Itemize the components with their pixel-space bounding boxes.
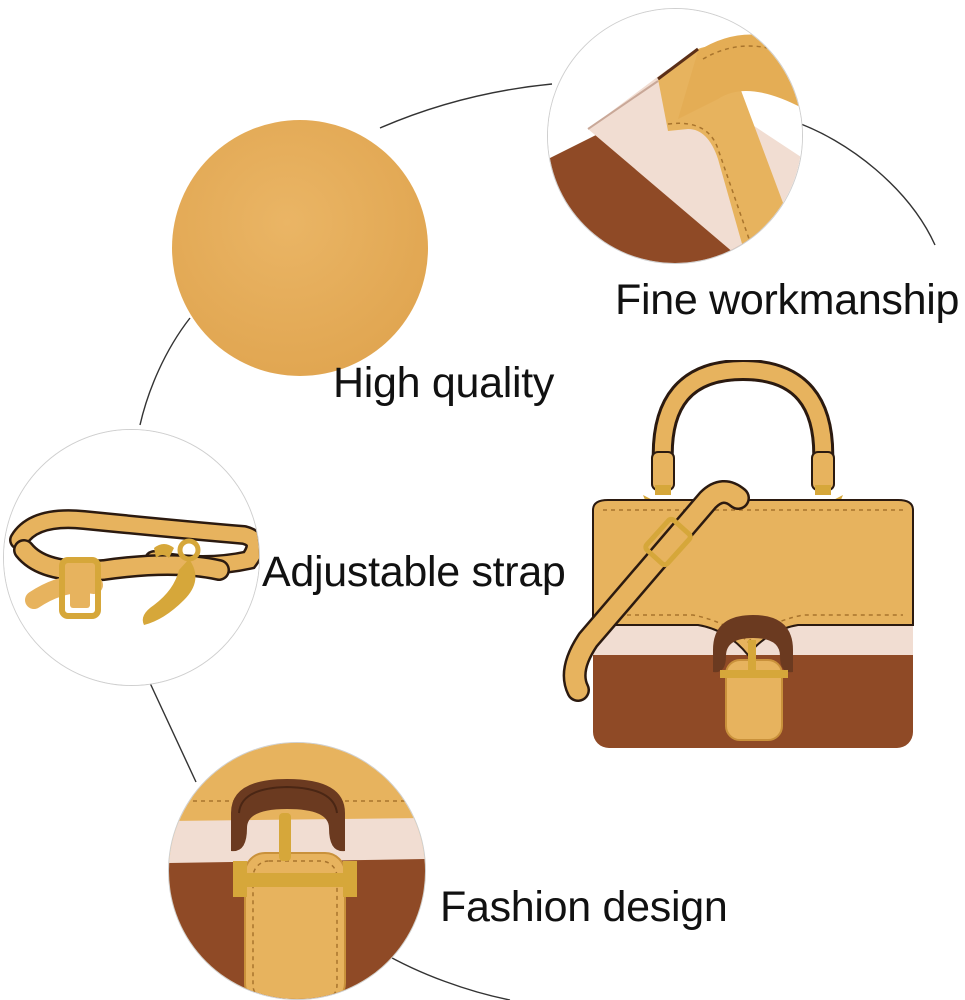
handbag-product-image [562, 360, 914, 748]
wooden-buckle-closeup-icon [169, 743, 425, 999]
high-quality-label: High quality [333, 359, 555, 407]
fine-workmanship-label: Fine workmanship [615, 276, 960, 324]
leather-swatch-icon [172, 120, 428, 376]
buckle-closeup-circle [168, 742, 426, 1000]
strap-closeup-circle [3, 429, 260, 686]
adjustable-strap-label: Adjustable strap [262, 548, 566, 596]
fashion-design-label: Fashion design [440, 883, 728, 931]
workmanship-closeup-circle [547, 8, 803, 264]
stitched-edge-closeup-icon [548, 9, 802, 263]
shoulder-strap-icon [4, 430, 259, 685]
